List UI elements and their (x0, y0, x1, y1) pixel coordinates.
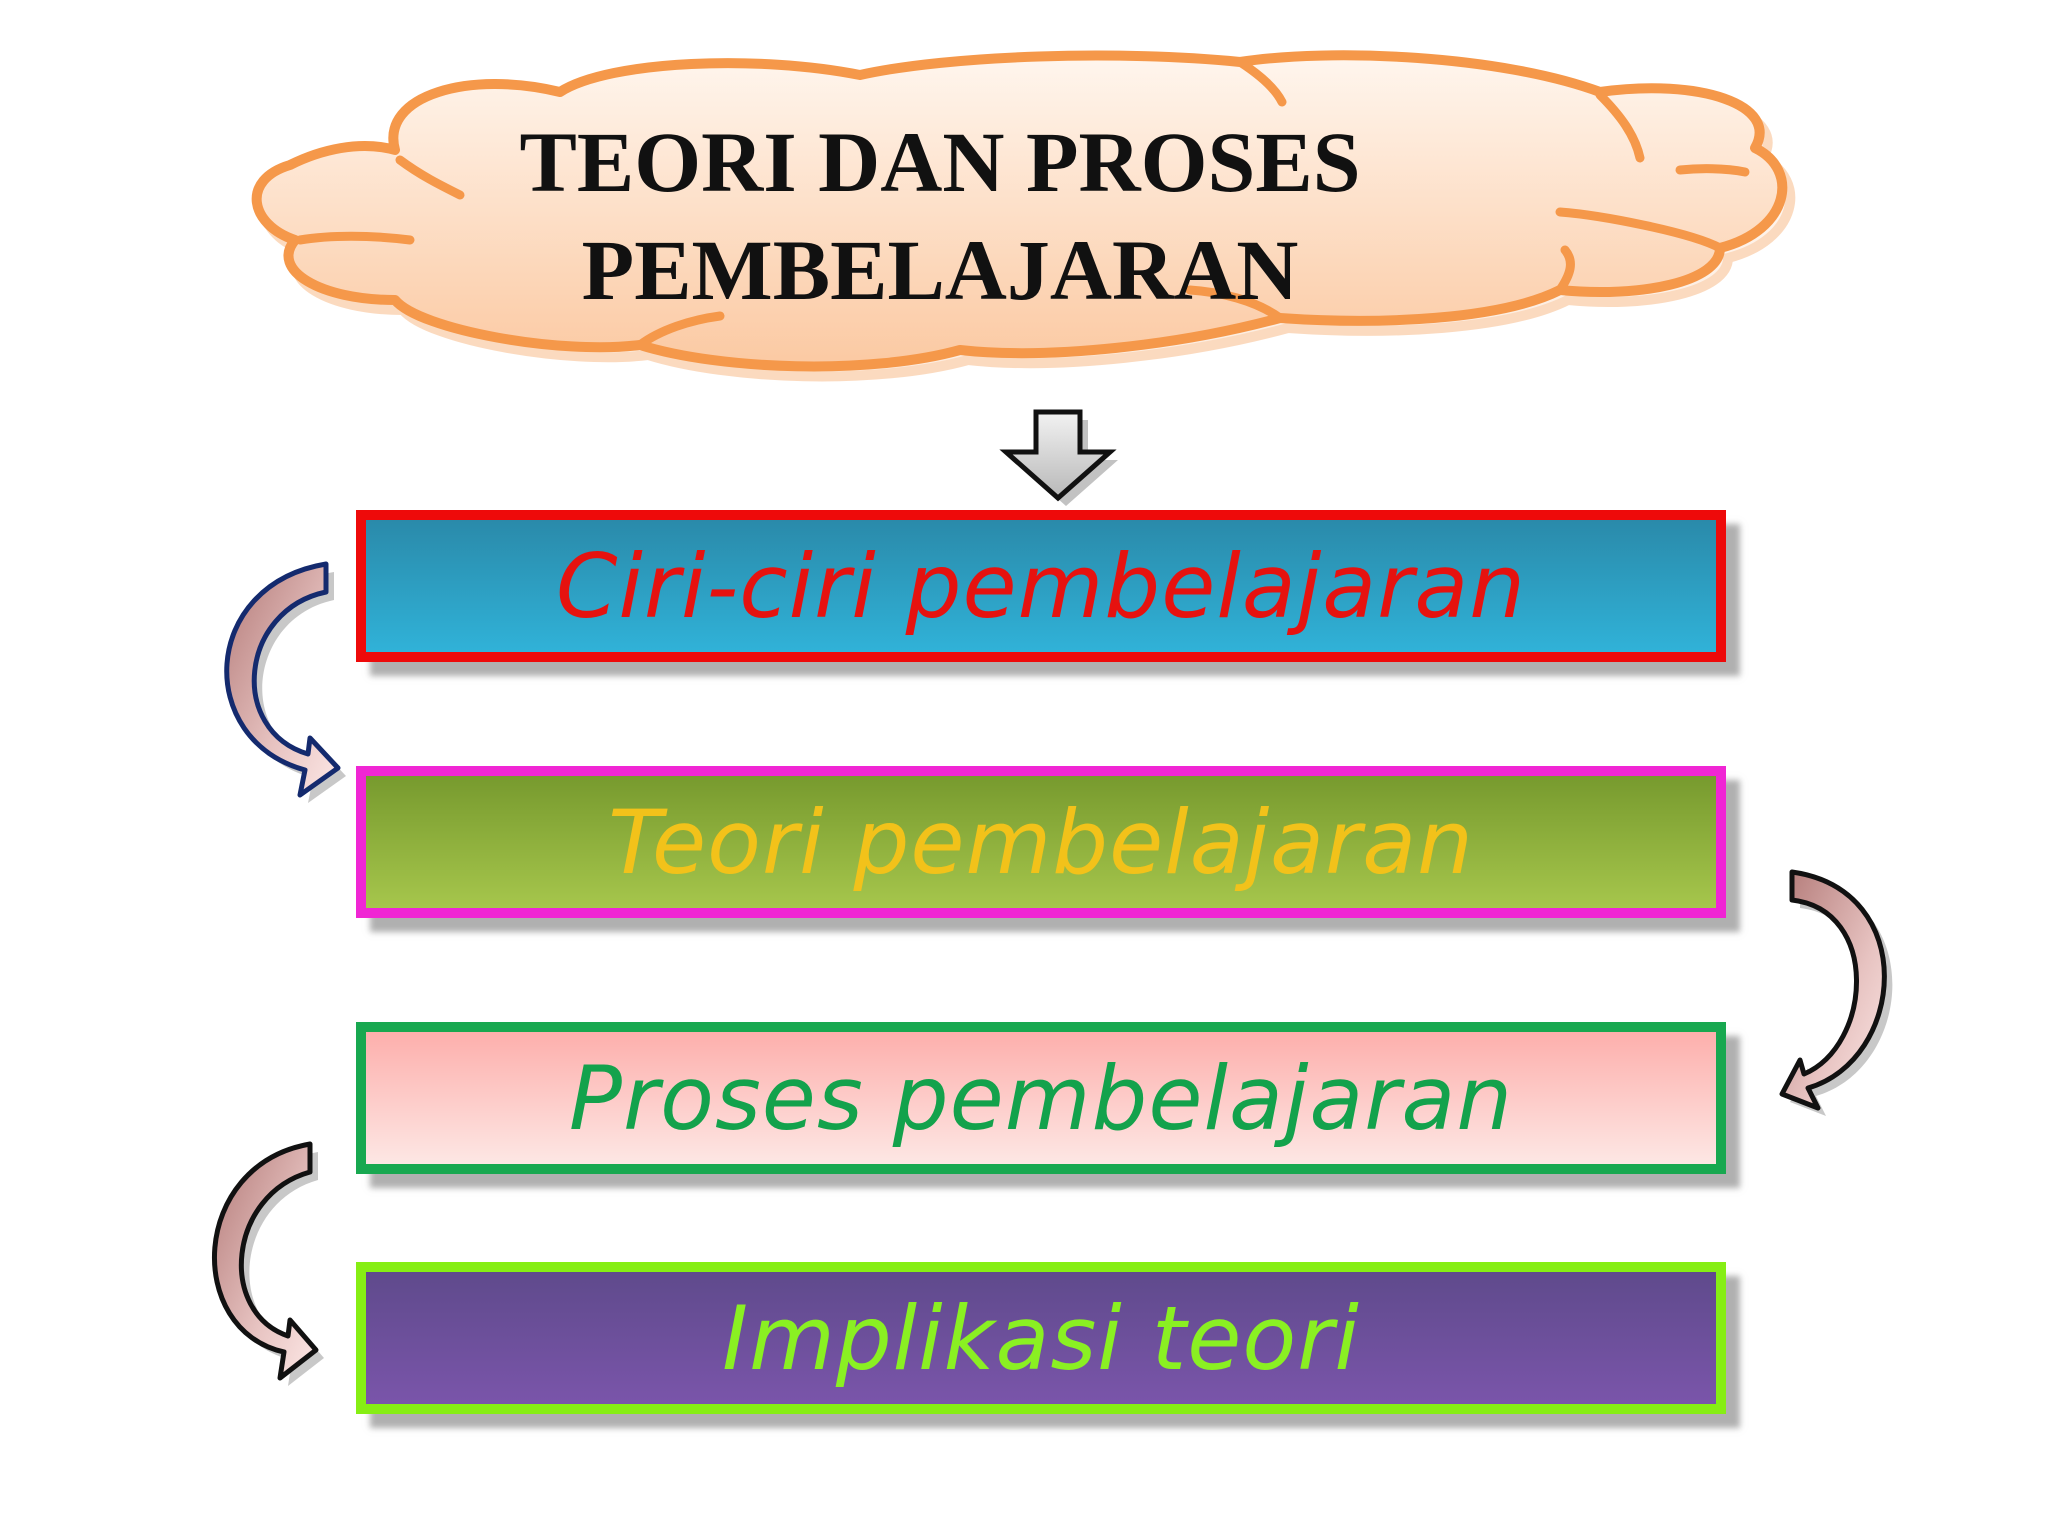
curved-arrow-icon (1779, 869, 1893, 1116)
title-line-1: TEORI DAN PROSES (519, 114, 1361, 210)
title-line-2: PEMBELAJARAN (581, 222, 1299, 318)
step-label: Proses pembelajaran (568, 1046, 1514, 1150)
curved-arrow-icon (224, 561, 346, 803)
step-box-process: Proses pembelajaran (356, 1022, 1726, 1174)
curved-arrow-icon (212, 1141, 324, 1386)
title-cloud (251, 50, 1796, 382)
title: TEORI DAN PROSES PEMBELAJARAN (300, 108, 1580, 324)
step-box-theory: Teori pembelajaran (356, 766, 1726, 918)
step-box-implication: Implikasi teori (356, 1262, 1726, 1414)
step-label: Ciri-ciri pembelajaran (555, 534, 1527, 638)
step-label: Teori pembelajaran (608, 790, 1474, 894)
down-arrow-icon (999, 409, 1118, 506)
step-box-characteristics: Ciri-ciri pembelajaran (356, 510, 1726, 662)
step-label: Implikasi teori (722, 1286, 1360, 1390)
